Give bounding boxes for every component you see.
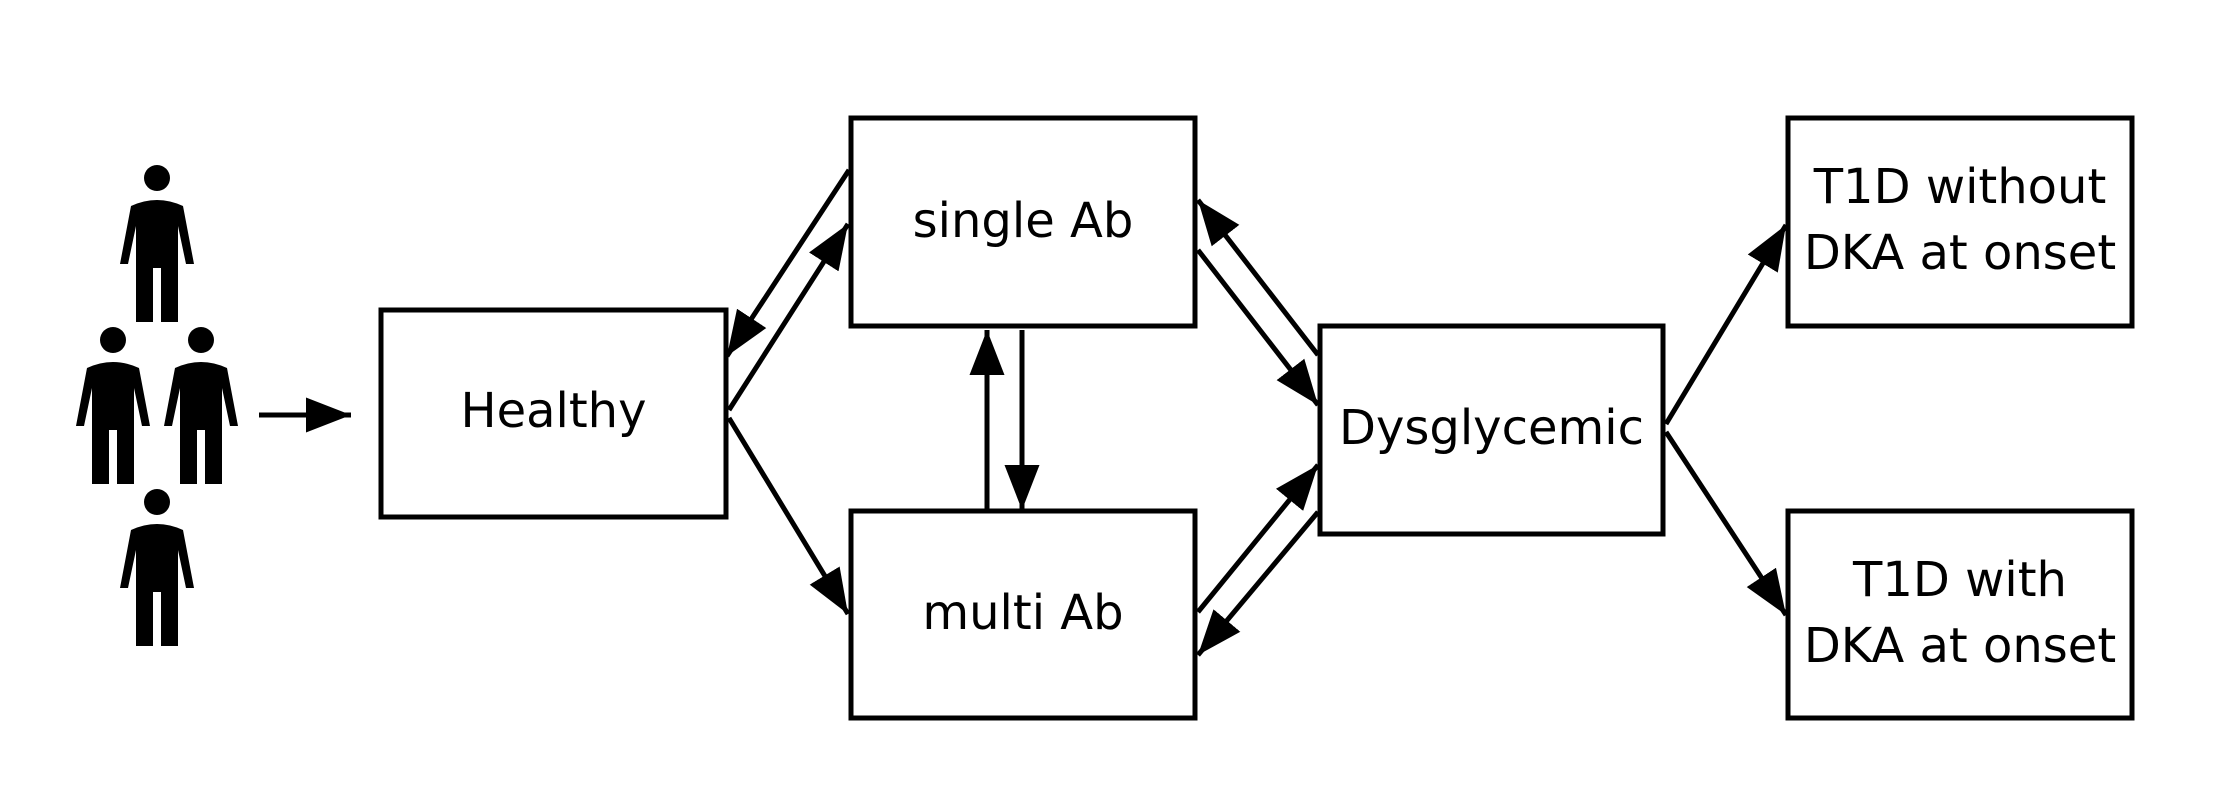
node-healthy: Healthy (378, 307, 729, 520)
node-t1d-with-dka-line1: T1D with (1852, 552, 2067, 608)
node-t1d-without-dka: T1D without DKA at onset (1785, 115, 2135, 329)
arrow-single-ab-to-healthy (724, 168, 852, 358)
population-group (76, 165, 238, 646)
arrow-single-ab-to-dysglycemic (1196, 248, 1320, 407)
arrow-multi-ab-to-dysglycemic (1196, 463, 1320, 614)
arrow-dysglycemic-to-single-ab (1196, 198, 1320, 357)
node-t1d-without-dka-line1: T1D without (1813, 159, 2107, 215)
node-single-ab-label: single Ab (913, 193, 1134, 249)
node-multi-ab-label: multi Ab (922, 585, 1123, 641)
arrow-dysglycemic-to-t1d-without (1663, 223, 1789, 426)
node-t1d-with-dka-line2: DKA at onset (1804, 618, 2116, 674)
arrow-healthy-to-single-ab (726, 222, 851, 412)
person-icon (120, 489, 194, 646)
node-multi-ab: multi Ab (848, 508, 1198, 721)
node-healthy-label: Healthy (460, 383, 646, 439)
node-t1d-without-dka-line2: DKA at onset (1804, 225, 2116, 281)
person-icon (164, 327, 238, 484)
arrow-dysglycemic-to-multi-ab (1196, 510, 1320, 657)
node-dysglycemic-label: Dysglycemic (1339, 400, 1644, 456)
arrow-dysglycemic-to-t1d-with (1663, 430, 1789, 617)
node-single-ab: single Ab (848, 115, 1198, 329)
arrow-healthy-to-multi-ab (726, 416, 851, 616)
node-t1d-with-dka: T1D with DKA at onset (1785, 508, 2135, 721)
transition-arrows (259, 168, 1789, 657)
person-icon (120, 165, 194, 322)
person-icon (76, 327, 150, 484)
node-dysglycemic: Dysglycemic (1317, 323, 1666, 537)
